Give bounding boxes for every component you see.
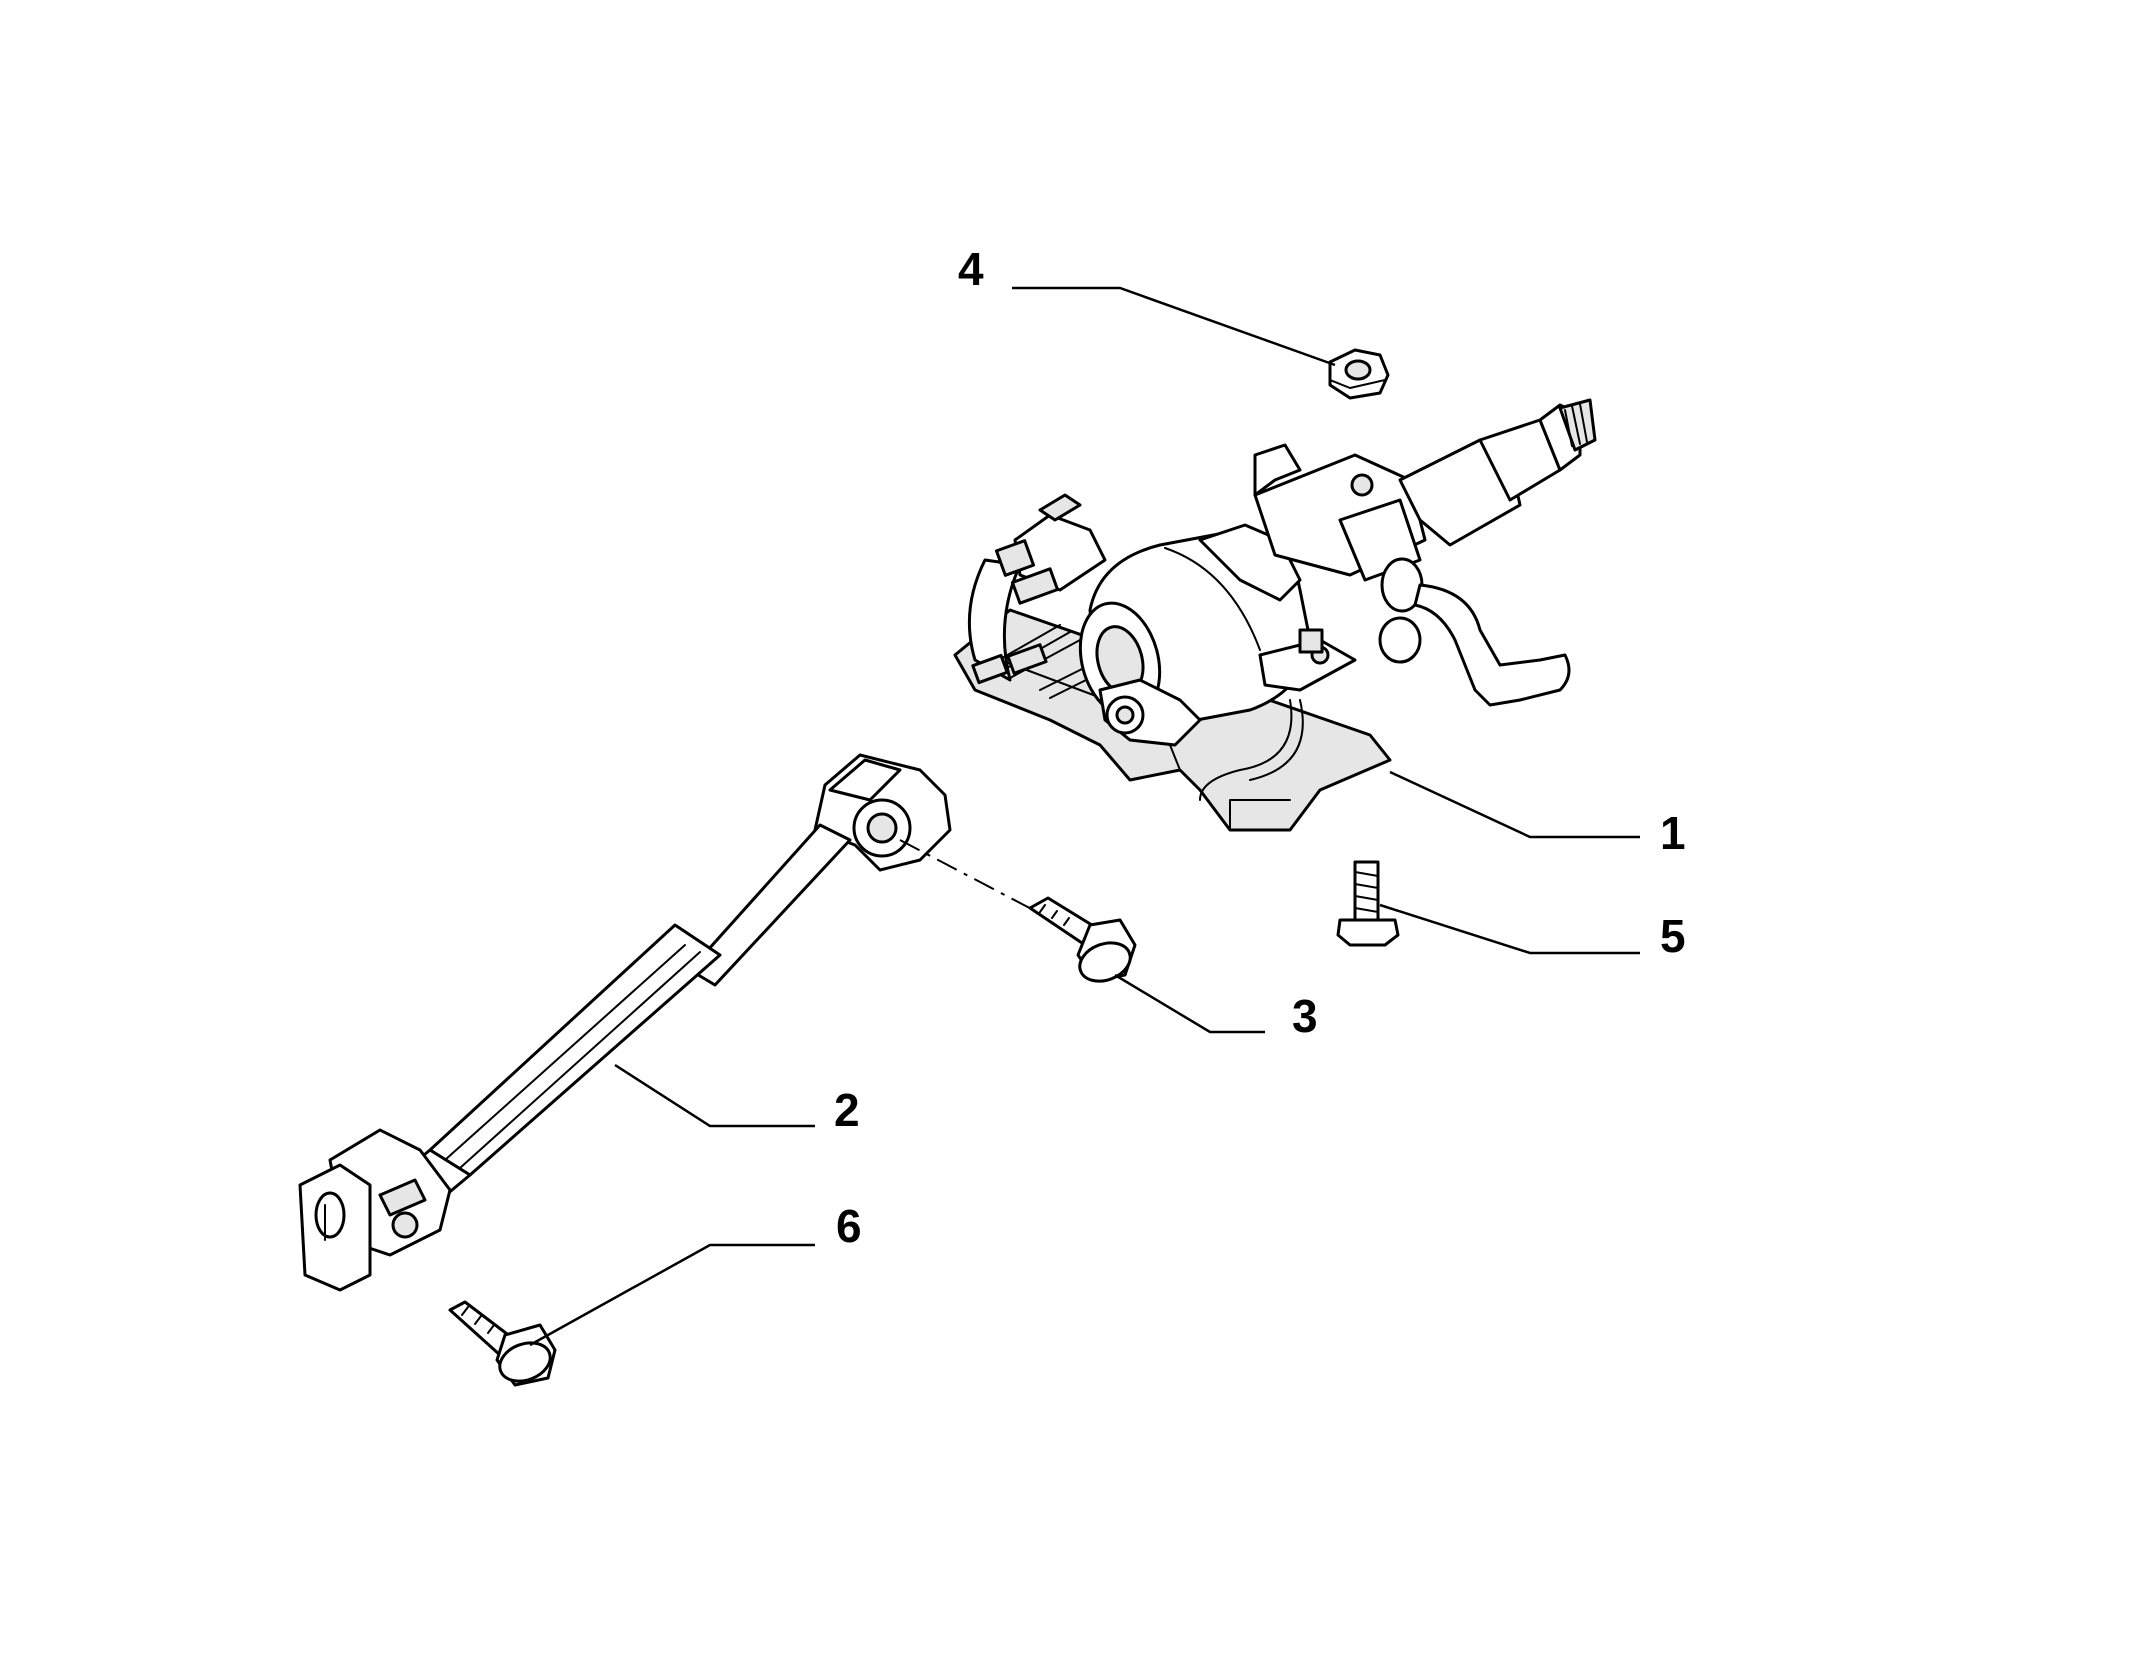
steering-column-drawing <box>953 398 1597 832</box>
callout-5: 5 <box>1660 910 1686 962</box>
callout-1: 1 <box>1660 807 1686 859</box>
leader-line-3 <box>1114 973 1265 1034</box>
leader-line-4 <box>1012 286 1336 367</box>
callout-labels: 1 2 3 4 5 6 <box>834 243 1686 1252</box>
leader-lines <box>529 286 1640 1347</box>
hex-bolt-drawing <box>1336 860 1400 947</box>
flange-bolt-upper-drawing <box>899 839 1137 983</box>
intermediate-shaft-drawing <box>298 753 952 1292</box>
hex-nut-drawing <box>1328 348 1390 400</box>
callout-3: 3 <box>1292 990 1318 1042</box>
leader-line-6 <box>529 1243 815 1347</box>
callout-2: 2 <box>834 1084 860 1136</box>
leader-line-2 <box>614 1063 815 1128</box>
callout-6: 6 <box>836 1200 862 1252</box>
leader-line-5 <box>1379 903 1640 955</box>
flange-bolt-lower-drawing <box>448 1300 557 1387</box>
leader-line-1 <box>1389 770 1640 839</box>
callout-4: 4 <box>958 243 984 295</box>
